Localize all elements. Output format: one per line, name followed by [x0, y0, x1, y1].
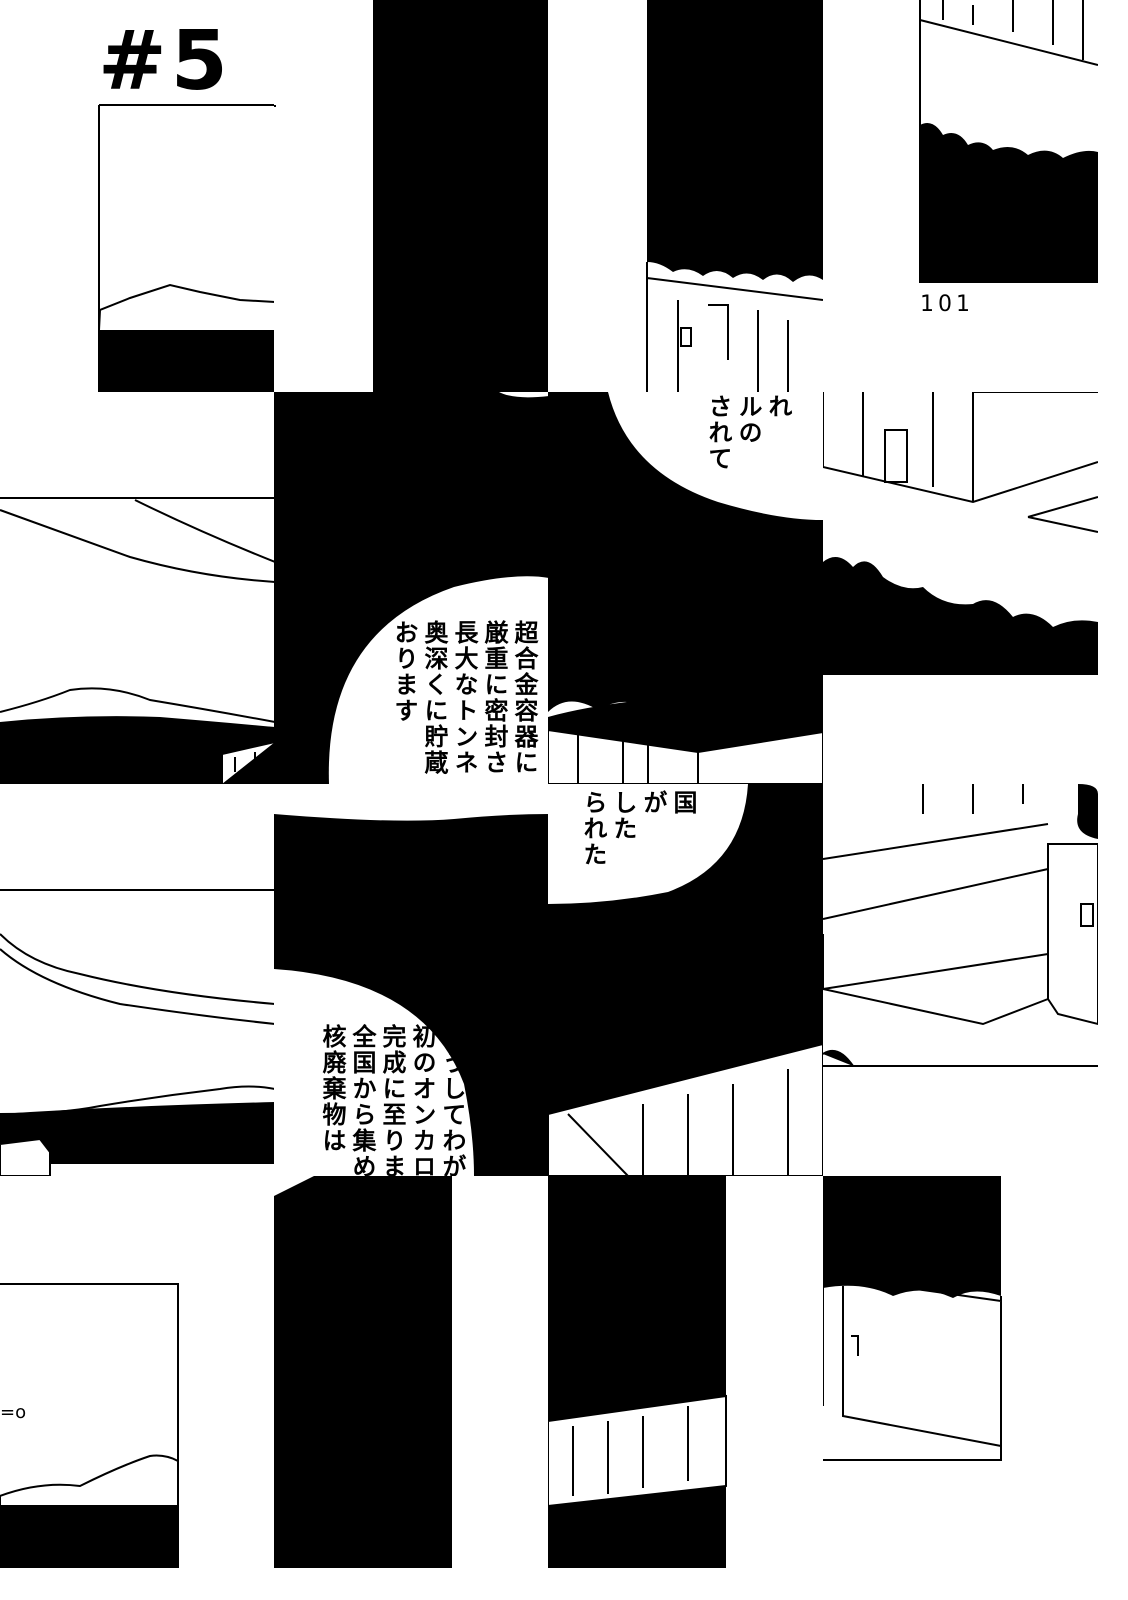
puzzle-tile-r2c3[interactable] [823, 784, 1098, 1176]
speech-bubble-art [274, 392, 549, 784]
speech-bubble-text: 超合金容器に 厳重に密封さ 長大なトンネ 奥深くに貯蔵 おります [390, 620, 538, 776]
puzzle-tile-r1c0[interactable] [0, 392, 275, 784]
speech-bubble-art [548, 784, 823, 1176]
page-number: 101 [920, 292, 974, 317]
building-forest-art [548, 1176, 727, 1568]
mountain-panel-art: =o [0, 1283, 179, 1568]
puzzle-tile-r0c1[interactable] [274, 0, 549, 392]
landscape-panel-art [0, 497, 275, 784]
building-panel-art [646, 0, 823, 392]
speech-bubble-art [274, 784, 549, 1176]
landscape-panel-art [0, 889, 275, 1176]
puzzle-tile-r2c1[interactable]: こうしてわが 初のオンカロ 完成に至りま 全国から集め 核廃棄物は [274, 784, 549, 1176]
building-forest-art [823, 392, 1098, 675]
puzzle-tile-r3c1[interactable] [274, 1176, 549, 1568]
black-panel-art [274, 0, 549, 392]
chapter-number: #5 [98, 14, 232, 109]
puzzle-tile-r2c2[interactable]: 国 が した られた [548, 784, 823, 1176]
speech-bubble-text: れ ルの されて [704, 394, 792, 472]
puzzle-tile-r0c3[interactable]: 101 [823, 0, 1098, 392]
speech-bubble-text: 国 が した られた [579, 790, 697, 868]
puzzle-tile-r1c3[interactable] [823, 392, 1098, 784]
puzzle-tile-r3c0[interactable]: =o [0, 1176, 275, 1568]
speech-bubble-text: こうしてわが 初のオンカロ 完成に至りま 全国から集め 核廃棄物は [318, 1024, 466, 1176]
puzzle-tile-r0c2[interactable] [548, 0, 823, 392]
puzzle-tile-r1c1[interactable]: 超合金容器に 厳重に密封さ 長大なトンネ 奥深くに貯蔵 おります [274, 392, 549, 784]
puzzle-tile-r1c2[interactable]: れ ルの されて [548, 392, 823, 784]
building-panel-art [823, 784, 1098, 1067]
black-panel-art [274, 1176, 452, 1568]
building-panel-art [823, 1176, 1002, 1461]
forest-panel-art [919, 0, 1098, 283]
puzzle-tile-r0c0[interactable]: #5 [0, 0, 275, 392]
puzzle-tile-r3c3[interactable] [823, 1176, 1098, 1568]
puzzle-tile-r2c0[interactable] [0, 784, 275, 1176]
puzzle-tile-r3c2[interactable] [548, 1176, 823, 1568]
mountain-panel-art [98, 104, 275, 392]
svg-text:=o: =o [0, 1402, 26, 1423]
speech-bubble-art [548, 392, 823, 784]
